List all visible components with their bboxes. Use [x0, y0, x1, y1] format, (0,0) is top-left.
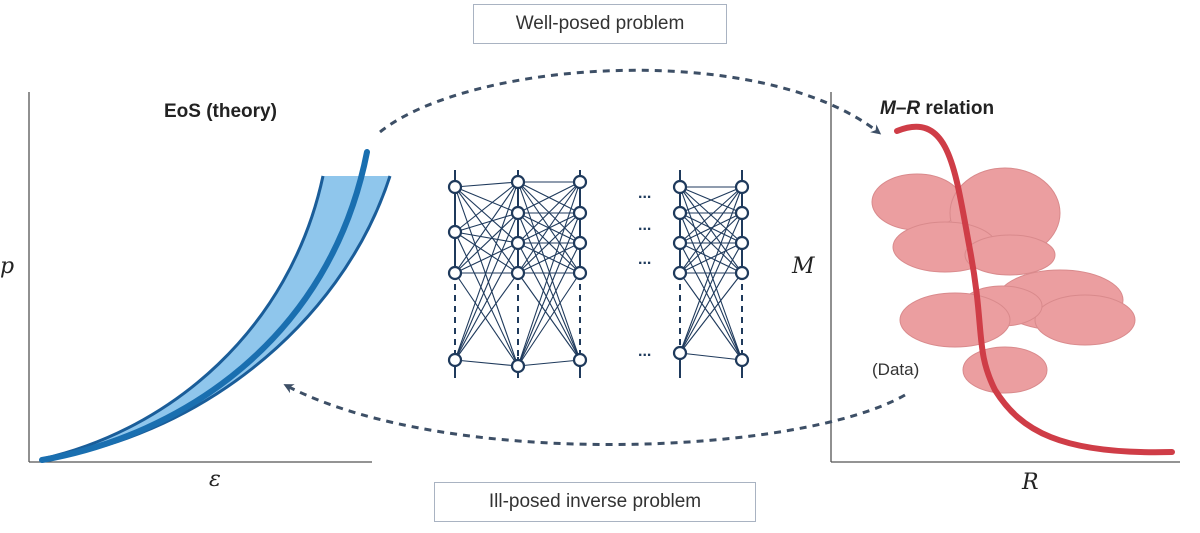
nn-connection [517, 359, 581, 367]
nn-connection [517, 181, 581, 361]
nn-node [510, 174, 526, 190]
nn-node [572, 352, 588, 368]
nn-node [672, 235, 688, 251]
nn-connection [679, 272, 743, 361]
nn-connection [454, 272, 519, 367]
nn-connection [517, 242, 581, 367]
nn-node [734, 235, 750, 251]
nn-connection [454, 186, 519, 244]
nn-connection [517, 181, 581, 214]
mr-title: M–R relation [880, 98, 994, 120]
nn-connection [679, 212, 743, 244]
eos-band [42, 176, 390, 459]
nn-node [447, 265, 463, 281]
nn-node [447, 352, 463, 368]
nn-connection [454, 181, 519, 188]
nn-node [510, 358, 526, 374]
nn-connection [517, 242, 581, 274]
nn-connection [454, 181, 519, 233]
nn-ellipsis: ... [638, 251, 651, 268]
nn-connection [454, 212, 519, 233]
nn-connection [454, 242, 519, 274]
data-blob [962, 346, 1048, 394]
nn-node [447, 179, 463, 195]
nn-ellipsis: ... [638, 185, 651, 202]
nn-connection [517, 272, 581, 367]
nn-connection [454, 231, 519, 244]
nn-node [572, 205, 588, 221]
ill-posed-arrow [283, 384, 906, 446]
ill-posed-label: Ill-posed inverse problem [434, 482, 756, 522]
nn-connection [454, 181, 519, 274]
nn-connection [517, 181, 581, 244]
mr-title-r: R [906, 98, 921, 119]
nn-connection [454, 181, 519, 361]
nn-node [734, 205, 750, 221]
nn-connection [679, 186, 743, 274]
nn-connection [679, 242, 743, 354]
nn-connection [454, 186, 519, 214]
nn-connection [454, 272, 519, 361]
mr-curve [894, 123, 1175, 456]
nn-connection [679, 186, 743, 244]
nn-connection [454, 186, 519, 274]
nn-node [510, 265, 526, 281]
mr-title-rest: relation [920, 98, 995, 119]
nn-connection [679, 242, 743, 274]
nn-node [572, 235, 588, 251]
nn-node [572, 174, 588, 190]
eos-band-upper-edge [41, 175, 325, 461]
nn-ellipsis: ... [638, 343, 651, 360]
nn-connection [517, 212, 581, 274]
nn-connection [454, 231, 519, 367]
data-blobs [871, 167, 1136, 394]
data-blob [964, 234, 1056, 276]
nn-node [510, 235, 526, 251]
nn-node [672, 265, 688, 281]
nn-connection [517, 212, 581, 367]
eos-central-curve [39, 149, 370, 463]
well-posed-arrow [379, 68, 882, 135]
nn-connection [517, 272, 581, 361]
well-posed-label: Well-posed problem [473, 4, 727, 44]
nn-connection [679, 272, 743, 354]
right-y-variable: M [792, 254, 815, 279]
nn-node [672, 345, 688, 361]
nn-node [447, 224, 463, 240]
nn-connection [679, 212, 743, 274]
nn-node [672, 179, 688, 195]
nn-connection [454, 212, 519, 361]
data-label: (Data) [872, 360, 920, 379]
nn-connection [679, 186, 743, 354]
nn-connection [679, 352, 743, 361]
nn-connection [454, 212, 519, 274]
nn-node [734, 179, 750, 195]
right-x-variable: R [1022, 470, 1039, 495]
eos-title: EoS (theory) [164, 101, 277, 122]
nn-connection [517, 181, 581, 274]
nn-connection [454, 231, 519, 274]
left-y-variable: p [0, 254, 15, 279]
mr-title-dash: – [895, 98, 907, 119]
nn-node [672, 205, 688, 221]
nn-ellipsis: ... [638, 217, 651, 234]
nn-connection [454, 359, 519, 367]
nn-connection [679, 186, 743, 214]
mr-title-m: M [880, 98, 896, 119]
nn-node [734, 352, 750, 368]
nn-connection [679, 212, 743, 354]
nn-node [734, 265, 750, 281]
data-blob [899, 292, 1011, 348]
nn-connection [454, 186, 519, 367]
data-blob [1034, 294, 1136, 346]
nn-node [510, 205, 526, 221]
nn-connection [454, 242, 519, 361]
nn-node [572, 265, 588, 281]
left-x-variable: ε [209, 467, 221, 492]
nn-connection [517, 181, 581, 367]
neural-network: ............ [447, 170, 750, 378]
